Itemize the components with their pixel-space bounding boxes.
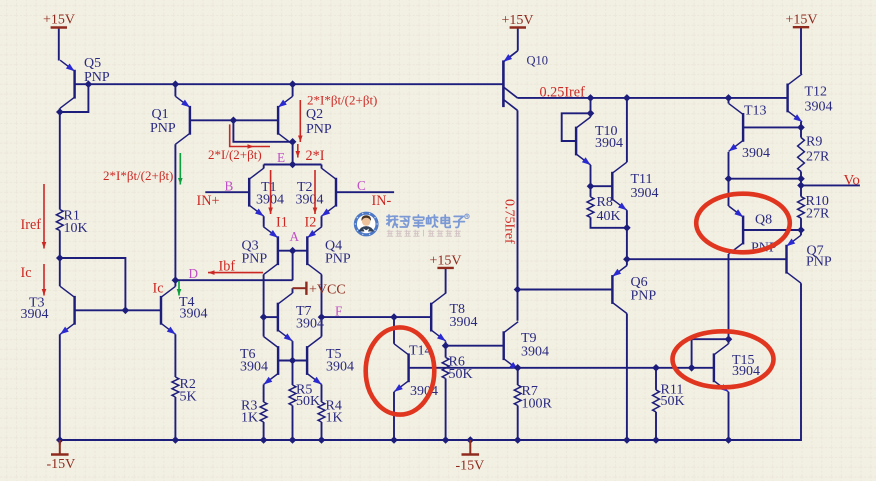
svg-text:Q4: Q4 bbox=[325, 239, 342, 254]
svg-text:PNP: PNP bbox=[631, 289, 657, 304]
svg-text:Vo: Vo bbox=[844, 173, 860, 189]
svg-text:3904: 3904 bbox=[742, 146, 770, 161]
svg-text:T11: T11 bbox=[631, 172, 653, 187]
svg-text:PNP: PNP bbox=[242, 252, 268, 267]
svg-text:IN-: IN- bbox=[372, 193, 392, 209]
svg-text:PNP: PNP bbox=[806, 255, 832, 270]
svg-text:T4: T4 bbox=[179, 295, 195, 310]
svg-text:R3: R3 bbox=[241, 399, 257, 414]
svg-text:R4: R4 bbox=[326, 399, 342, 414]
svg-text:3904: 3904 bbox=[595, 136, 623, 151]
svg-text:T1: T1 bbox=[261, 180, 277, 195]
svg-text:3904: 3904 bbox=[180, 307, 208, 322]
svg-text:0.25Iref: 0.25Iref bbox=[540, 85, 586, 101]
svg-text:3904: 3904 bbox=[296, 317, 324, 332]
svg-text:R5: R5 bbox=[296, 383, 312, 398]
svg-text:Q1: Q1 bbox=[152, 107, 169, 122]
svg-text:Q6: Q6 bbox=[631, 275, 648, 290]
svg-text:R2: R2 bbox=[180, 377, 196, 392]
svg-text:R9: R9 bbox=[806, 135, 822, 150]
svg-text:T6: T6 bbox=[240, 347, 256, 362]
svg-text:E: E bbox=[277, 150, 285, 165]
svg-text:T9: T9 bbox=[521, 331, 537, 346]
svg-text:2*I/(2+βt): 2*I/(2+βt) bbox=[208, 147, 262, 162]
svg-text:40K: 40K bbox=[597, 209, 621, 224]
svg-text:10K: 10K bbox=[64, 221, 88, 236]
svg-text:-15V: -15V bbox=[47, 457, 76, 472]
svg-text:T8: T8 bbox=[450, 302, 466, 317]
svg-text:Q3: Q3 bbox=[242, 239, 259, 254]
svg-text:A: A bbox=[290, 229, 300, 244]
svg-text:F: F bbox=[335, 304, 342, 319]
svg-text:I2: I2 bbox=[305, 215, 317, 231]
svg-text:50K: 50K bbox=[296, 394, 320, 409]
svg-text:B: B bbox=[225, 179, 234, 194]
svg-text:+15V: +15V bbox=[502, 13, 534, 28]
svg-text:I1: I1 bbox=[276, 215, 288, 231]
svg-text:T14: T14 bbox=[409, 344, 432, 359]
svg-text:3904: 3904 bbox=[521, 345, 549, 360]
svg-text:T5: T5 bbox=[326, 347, 342, 362]
svg-text:0.75Iref: 0.75Iref bbox=[502, 199, 517, 244]
svg-text:T10: T10 bbox=[595, 124, 618, 139]
svg-text:R1: R1 bbox=[64, 209, 80, 224]
svg-text:2*I*βt/(2+βt): 2*I*βt/(2+βt) bbox=[307, 93, 377, 108]
svg-text:50K: 50K bbox=[661, 394, 685, 409]
svg-text:Ic: Ic bbox=[21, 265, 32, 281]
svg-text:Ic: Ic bbox=[153, 281, 164, 297]
svg-text:R11: R11 bbox=[661, 383, 684, 398]
svg-text:+VCC: +VCC bbox=[309, 283, 346, 298]
svg-text:+15V: +15V bbox=[43, 13, 75, 28]
svg-text:R8: R8 bbox=[597, 195, 613, 210]
svg-text:3904: 3904 bbox=[240, 360, 268, 375]
svg-text:Q10: Q10 bbox=[527, 54, 549, 68]
svg-text:PNP: PNP bbox=[150, 121, 176, 136]
svg-text:Q5: Q5 bbox=[84, 56, 101, 71]
svg-text:3904: 3904 bbox=[450, 315, 478, 330]
svg-text:T3: T3 bbox=[29, 296, 45, 311]
svg-text:3904: 3904 bbox=[805, 100, 833, 115]
svg-text:PNP: PNP bbox=[306, 122, 332, 137]
svg-text:R10: R10 bbox=[806, 194, 829, 209]
svg-text:3904: 3904 bbox=[326, 360, 354, 375]
svg-text:5K: 5K bbox=[180, 390, 197, 405]
svg-text:PNP: PNP bbox=[325, 252, 351, 267]
svg-text:Q8: Q8 bbox=[755, 213, 772, 228]
svg-text:2*I*βt/(2+βt): 2*I*βt/(2+βt) bbox=[103, 168, 173, 183]
svg-text:R6: R6 bbox=[449, 355, 465, 370]
svg-text:3904: 3904 bbox=[296, 193, 324, 208]
svg-text:100R: 100R bbox=[522, 397, 553, 412]
svg-text:T13: T13 bbox=[744, 104, 767, 119]
svg-text:Ibf: Ibf bbox=[219, 259, 236, 275]
svg-text:T7: T7 bbox=[296, 304, 312, 319]
svg-text:IN+: IN+ bbox=[197, 193, 220, 209]
svg-text:+15V: +15V bbox=[786, 13, 818, 28]
svg-text:2*I: 2*I bbox=[306, 148, 325, 164]
svg-text:Q7: Q7 bbox=[807, 244, 824, 259]
svg-text:1K: 1K bbox=[241, 411, 258, 426]
svg-text:3904: 3904 bbox=[631, 186, 659, 201]
svg-text:T15: T15 bbox=[732, 353, 755, 368]
svg-text:-15V: -15V bbox=[456, 459, 485, 474]
svg-text:PNP: PNP bbox=[84, 70, 110, 85]
svg-text:T12: T12 bbox=[805, 85, 828, 100]
svg-text:Q2: Q2 bbox=[306, 107, 323, 122]
svg-text:3904: 3904 bbox=[21, 307, 49, 322]
svg-text:R7: R7 bbox=[522, 384, 538, 399]
svg-text:Iref: Iref bbox=[21, 217, 42, 233]
svg-text:+15V: +15V bbox=[430, 254, 462, 269]
svg-text:27R: 27R bbox=[806, 150, 830, 165]
svg-text:1K: 1K bbox=[326, 411, 343, 426]
svg-text:27R: 27R bbox=[806, 207, 830, 222]
svg-text:T2: T2 bbox=[297, 180, 313, 195]
svg-text:C: C bbox=[357, 178, 366, 193]
svg-text:D: D bbox=[189, 266, 199, 281]
svg-text:50K: 50K bbox=[449, 367, 473, 382]
svg-text:3904: 3904 bbox=[732, 364, 760, 379]
